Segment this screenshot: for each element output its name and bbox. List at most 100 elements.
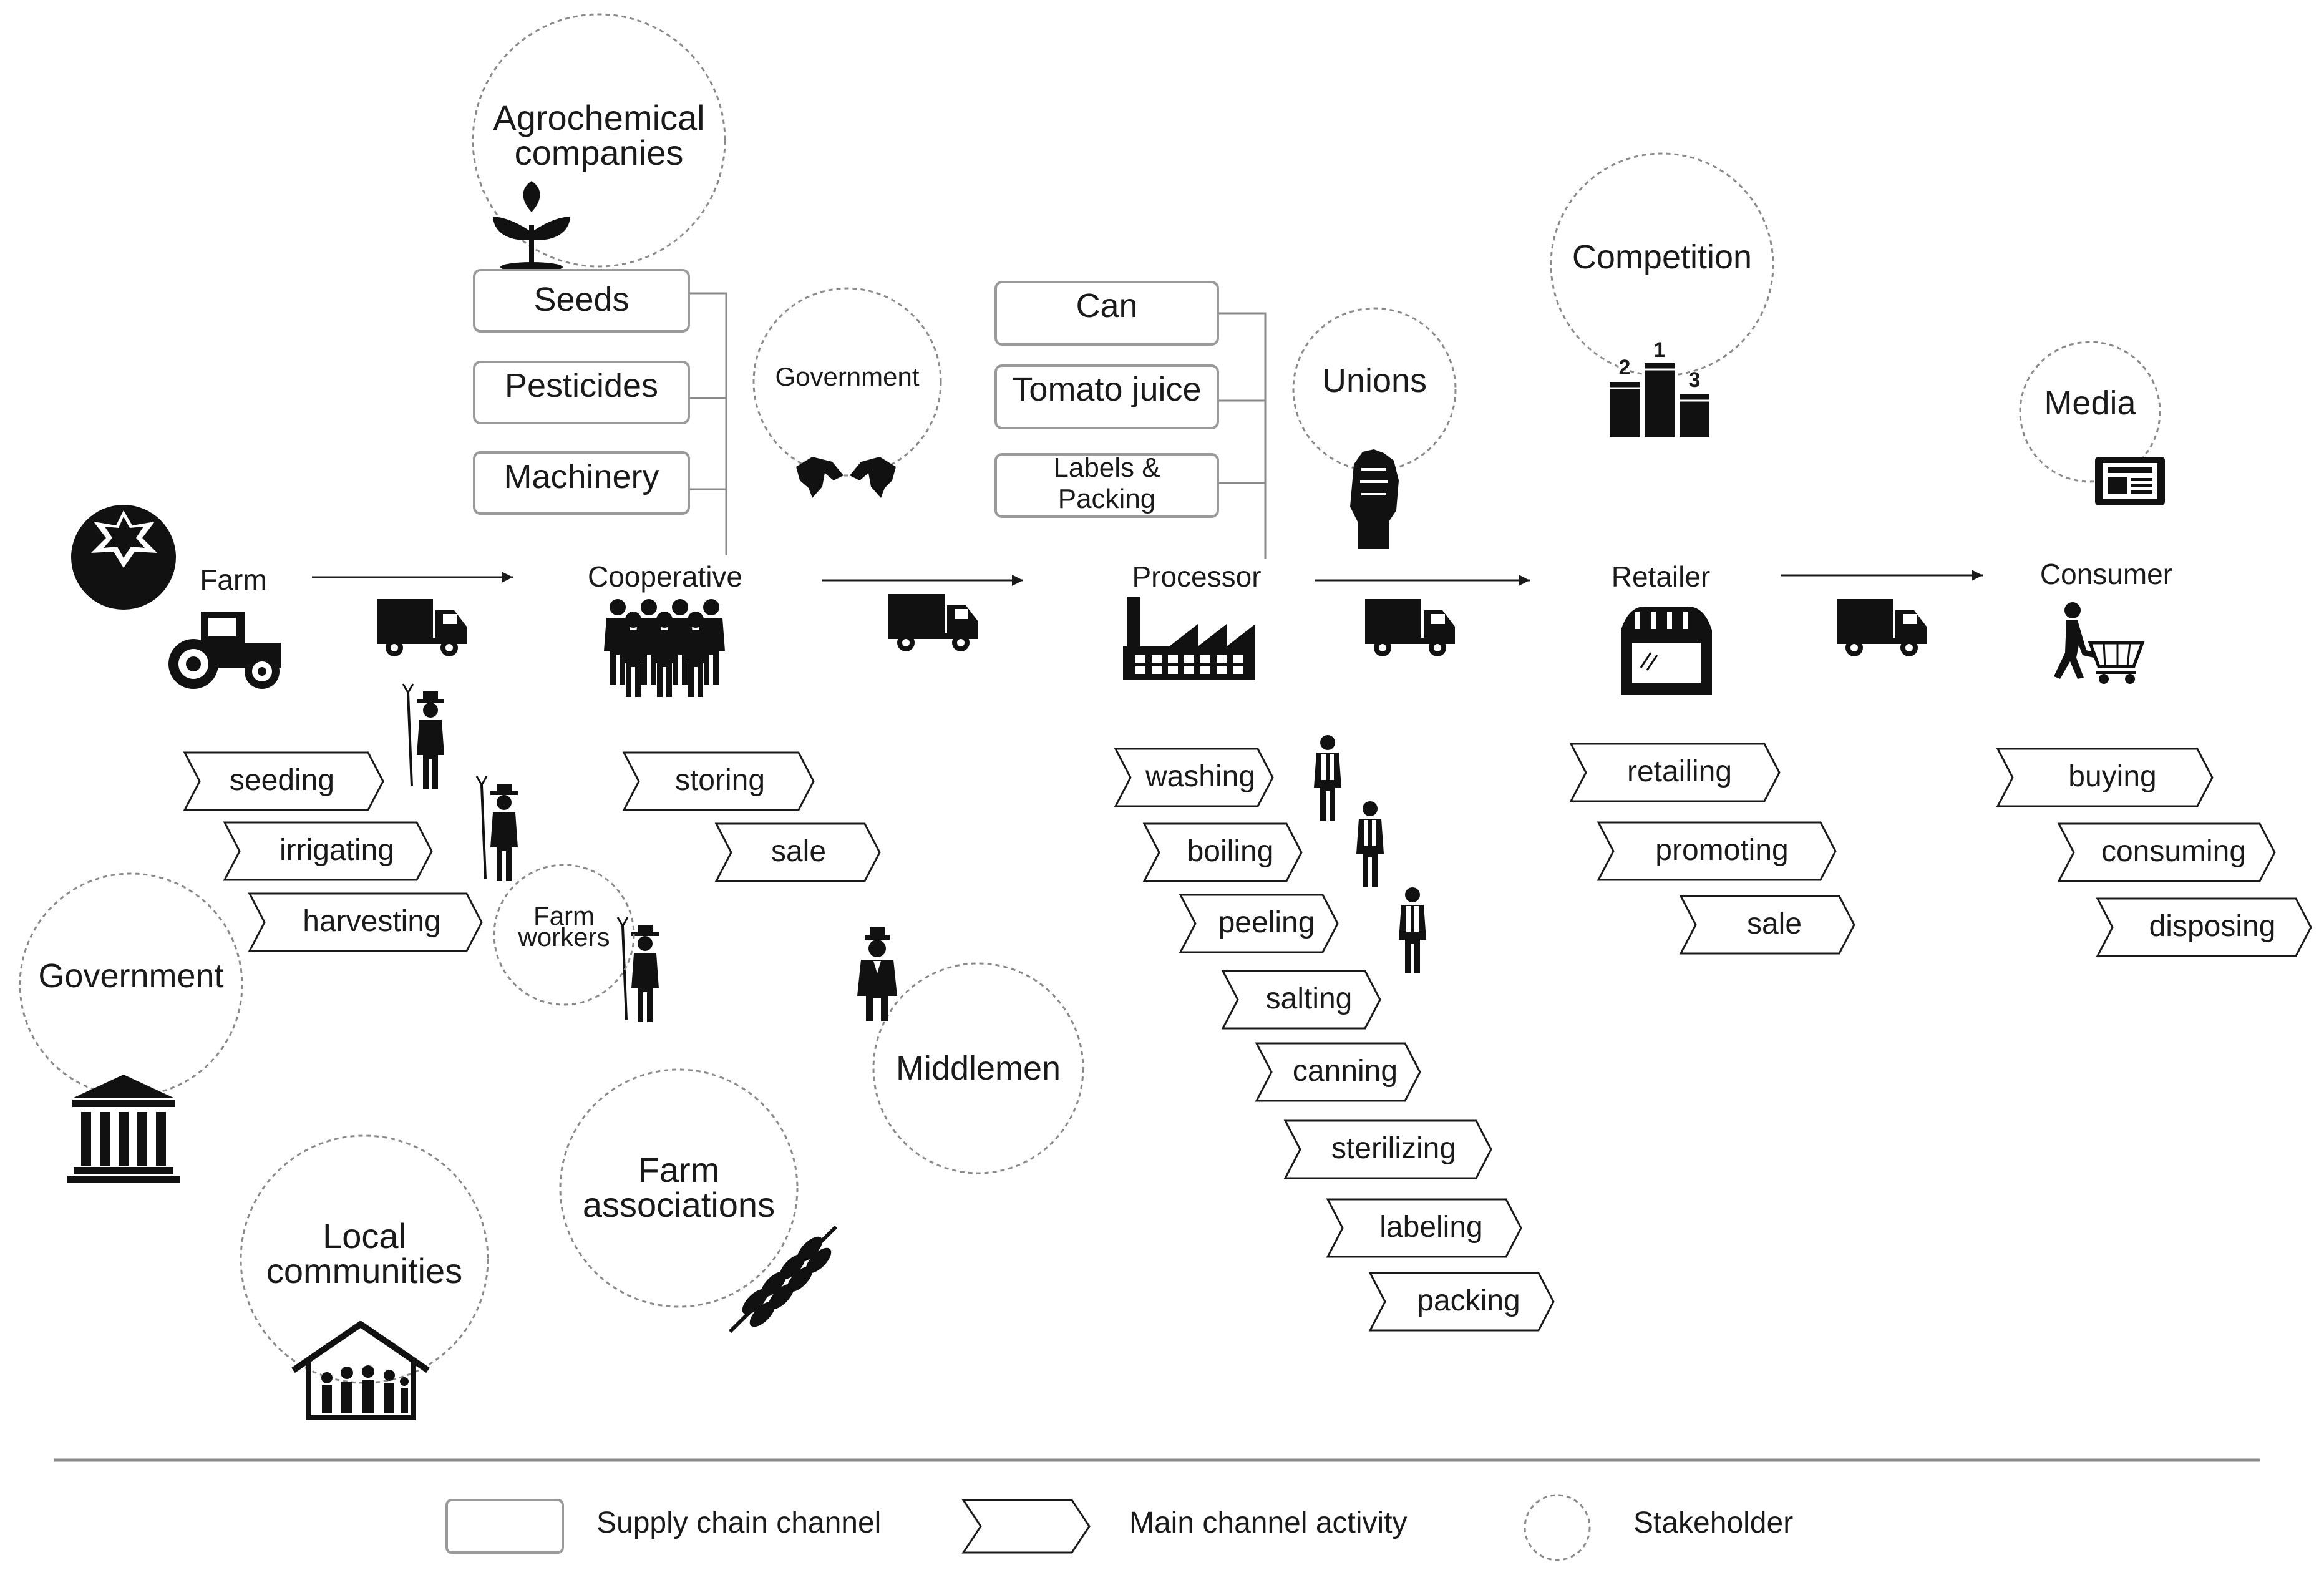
activity-irrigating: irrigating <box>223 821 433 881</box>
activity-peeling: peeling <box>1179 894 1339 953</box>
activity-sterilizing: sterilizing <box>1283 1119 1492 1179</box>
legend-activity-swatch <box>961 1499 1091 1554</box>
stakeholder-label-government-top: Government <box>775 362 919 391</box>
stage-label-farm: Farm <box>200 563 266 596</box>
stakeholder-farm-associations <box>559 1068 799 1308</box>
house-icon <box>291 1321 430 1420</box>
activity-sale-cooperative: sale <box>714 822 881 882</box>
svg-text:washing: washing <box>1145 760 1255 793</box>
svg-text:canning: canning <box>1293 1055 1398 1088</box>
input-box-pesticides: Pesticides <box>473 361 690 424</box>
input-bracket-cooperative <box>689 292 727 555</box>
input-bracket-processor <box>1218 312 1267 559</box>
activity-retailing: retailing <box>1569 743 1781 802</box>
svg-text:Pesticides: Pesticides <box>505 367 658 404</box>
svg-text:Tomato juice: Tomato juice <box>1012 371 1201 408</box>
activity-consuming: consuming <box>2057 822 2276 882</box>
stakeholder-agrochemical-companies <box>472 13 726 268</box>
farmer-icon <box>616 916 660 1023</box>
businessman-icon <box>857 927 897 1021</box>
svg-text:seeding: seeding <box>230 764 334 797</box>
svg-text:Machinery: Machinery <box>503 458 659 495</box>
stakeholder-label-government-left: Government <box>38 957 223 995</box>
svg-text:Labels &Packing: Labels &Packing <box>1053 452 1160 514</box>
stakeholder-label-media: Media <box>2044 384 2136 422</box>
input-box-labels-packing: Labels &Packing <box>994 452 1219 518</box>
svg-text:sterilizing: sterilizing <box>1331 1132 1456 1165</box>
handshake-icon <box>796 457 896 498</box>
tractor-icon <box>168 612 281 689</box>
shop-icon <box>1621 607 1712 695</box>
svg-text:disposing: disposing <box>2149 910 2276 943</box>
svg-text:retailing: retailing <box>1627 755 1732 788</box>
factory-icon <box>1123 597 1255 680</box>
worker-icon <box>1399 887 1426 973</box>
stage-label-consumer: Consumer <box>2040 558 2172 590</box>
activity-harvesting: harvesting <box>248 892 483 952</box>
svg-text:3: 3 <box>1689 368 1701 392</box>
svg-text:harvesting: harvesting <box>303 905 440 938</box>
input-box-seeds: Seeds <box>473 269 690 333</box>
activity-disposing: disposing <box>2096 897 2312 957</box>
legend-stakeholder-swatch <box>1524 1494 1591 1561</box>
truck-icon <box>377 599 467 656</box>
truck-icon <box>888 594 978 651</box>
svg-text:Can: Can <box>1076 287 1137 324</box>
legend-stakeholder-label: Stakeholder <box>1633 1506 1793 1539</box>
stakeholder-local-communities <box>240 1134 489 1384</box>
svg-text:sale: sale <box>771 835 826 868</box>
newspaper-icon <box>2095 457 2165 505</box>
svg-text:Seeds: Seeds <box>533 281 629 318</box>
wheat-icon <box>728 1225 838 1334</box>
stakeholder-label-competition: Competition <box>1572 238 1752 276</box>
svg-text:packing: packing <box>1417 1284 1520 1317</box>
stakeholder-middlemen <box>872 962 1084 1174</box>
svg-text:salting: salting <box>1266 982 1353 1015</box>
legend-activity-label: Main channel activity <box>1129 1506 1408 1539</box>
podium-icon: 2 1 3 <box>1610 338 1709 437</box>
legend-activity: Main channel activity <box>961 1499 1408 1554</box>
worker-icon <box>1356 801 1384 887</box>
activity-promoting: promoting <box>1597 821 1837 881</box>
svg-text:2: 2 <box>1619 356 1631 379</box>
stakeholder-media <box>2019 341 2161 483</box>
worker-icon <box>1314 735 1341 821</box>
activity-labeling: labeling <box>1326 1198 1522 1258</box>
svg-text:1: 1 <box>1654 338 1666 362</box>
stage-label-processor: Processor <box>1132 560 1261 593</box>
legend-channel: Supply chain channel <box>445 1499 881 1554</box>
svg-text:buying: buying <box>2068 760 2156 793</box>
activity-canning: canning <box>1255 1042 1421 1102</box>
group-icon <box>604 599 725 697</box>
input-box-can: Can <box>994 281 1219 346</box>
svg-text:sale: sale <box>1747 907 1802 940</box>
activity-buying: buying <box>1996 748 2214 807</box>
input-box-tomato-juice: Tomato juice <box>994 364 1219 429</box>
activity-washing: washing <box>1114 748 1274 807</box>
activity-storing: storing <box>622 751 815 811</box>
stakeholder-label-middlemen: Middlemen <box>896 1050 1061 1087</box>
svg-text:promoting: promoting <box>1655 834 1788 867</box>
stakeholder-government-top <box>752 287 942 477</box>
fist-icon <box>1350 449 1399 549</box>
svg-text:peeling: peeling <box>1218 906 1315 939</box>
truck-icon <box>1365 599 1455 656</box>
bank-icon <box>67 1075 180 1183</box>
activity-boiling: boiling <box>1142 822 1303 882</box>
svg-text:labeling: labeling <box>1379 1211 1482 1244</box>
stage-label-retailer: Retailer <box>1612 560 1711 593</box>
shopping-cart-icon <box>2054 602 2145 684</box>
legend-stakeholder: Stakeholder <box>1524 1494 1793 1561</box>
svg-text:consuming: consuming <box>2101 835 2246 868</box>
farmer-icon <box>402 683 445 790</box>
svg-text:storing: storing <box>675 764 765 797</box>
legend-channel-label: Supply chain channel <box>596 1506 881 1539</box>
activity-salting: salting <box>1221 970 1381 1030</box>
stakeholder-unions <box>1292 307 1457 472</box>
svg-text:boiling: boiling <box>1187 835 1274 868</box>
activity-seeding: seeding <box>183 751 384 811</box>
